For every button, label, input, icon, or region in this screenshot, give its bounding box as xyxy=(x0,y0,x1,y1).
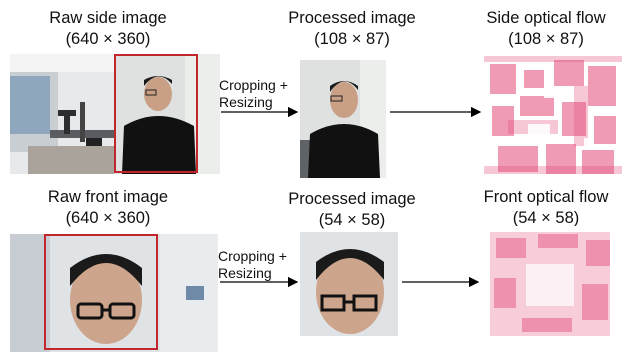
side-operation-line2: Resizing xyxy=(219,94,273,110)
front-flow-field xyxy=(482,226,618,344)
front-operation-label: Cropping + Resizing xyxy=(218,248,287,282)
processed-front-label: Processed image (54 × 58) xyxy=(262,189,442,231)
raw-front-size: (640 × 360) xyxy=(65,209,151,227)
front-flow-label: Front optical flow (54 × 58) xyxy=(466,187,626,229)
front-flow-title: Front optical flow xyxy=(483,188,609,206)
processed-front-image xyxy=(300,232,398,336)
side-operation-line1: Cropping + xyxy=(219,77,288,93)
side-operation-label: Cropping + Resizing xyxy=(219,77,288,111)
front-crop-box xyxy=(44,234,158,350)
processed-front-title: Processed image xyxy=(288,190,416,208)
raw-front-title: Raw front image xyxy=(47,188,169,206)
raw-side-label: Raw side image (640 × 360) xyxy=(18,8,198,50)
side-flow-label: Side optical flow (108 × 87) xyxy=(468,8,624,50)
side-optical-flow-image xyxy=(484,56,622,180)
processed-side-title: Processed image xyxy=(288,9,416,27)
raw-side-scene xyxy=(10,54,220,174)
side-flow-title: Side optical flow xyxy=(486,9,606,27)
front-operation-line1: Cropping + xyxy=(218,248,287,264)
raw-side-image xyxy=(10,54,220,174)
raw-side-title: Raw side image xyxy=(49,9,167,27)
raw-front-image xyxy=(10,234,218,352)
processed-front-size: (54 × 58) xyxy=(318,211,386,229)
side-crop-box xyxy=(114,54,198,173)
side-flow-size: (108 × 87) xyxy=(508,30,584,48)
side-flow-field xyxy=(484,56,622,180)
processed-side-label: Processed image (108 × 87) xyxy=(262,8,442,50)
front-flow-size: (54 × 58) xyxy=(512,209,580,227)
raw-side-size: (640 × 360) xyxy=(65,30,151,48)
front-operation-line2: Resizing xyxy=(218,265,272,281)
front-optical-flow-image xyxy=(482,226,618,344)
processed-side-image xyxy=(300,60,386,178)
processed-front-scene xyxy=(300,232,398,336)
raw-front-label: Raw front image (640 × 360) xyxy=(18,187,198,229)
processed-side-size: (108 × 87) xyxy=(314,30,390,48)
processed-side-scene xyxy=(300,60,386,178)
